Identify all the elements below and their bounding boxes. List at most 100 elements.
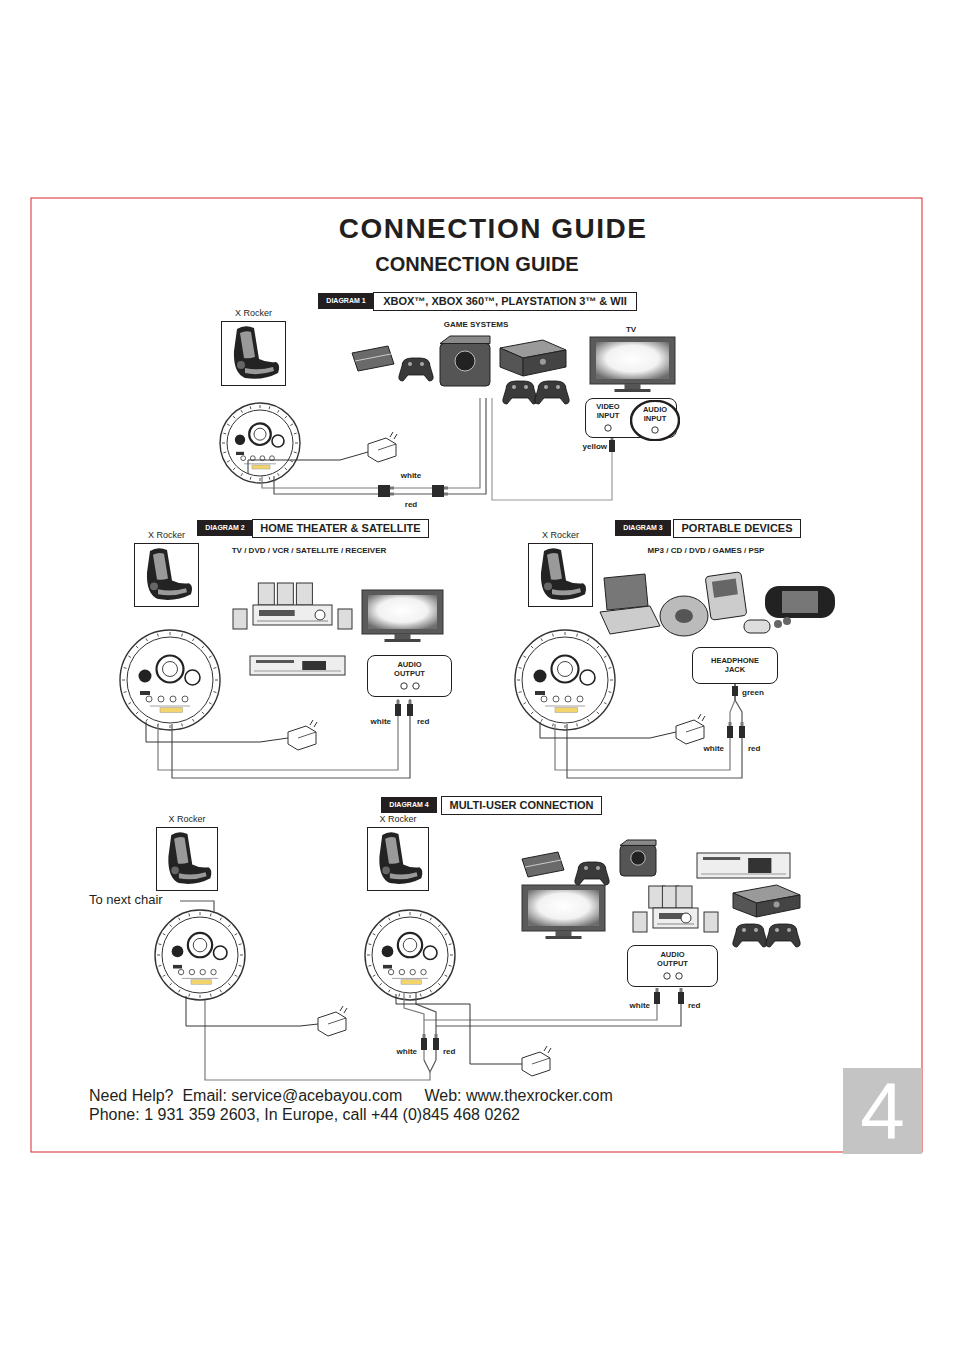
panel-jack [189,969,194,974]
speaker [258,583,274,605]
volume-knob [552,656,579,683]
panel-tick [181,723,183,726]
panel-jack [241,456,246,461]
panel-tick [410,995,411,998]
control-panel-ring [227,410,293,476]
jack-holes [661,971,685,981]
power-button [172,946,184,958]
panel-tick [146,719,148,722]
receiver-buttons [257,621,328,622]
panel-tick [410,912,411,915]
power-adapter-edge [378,444,396,450]
portable-dvd-screen [604,574,648,610]
console-slot [525,860,561,867]
panel-tick [610,680,613,681]
panel-tick [541,719,543,722]
node-text: DIAGRAM 4 [385,801,432,809]
panel-tick [202,712,204,714]
earbud [774,620,782,628]
panel-tick [170,983,172,985]
annotation-label: red [416,717,430,726]
panel-tick [170,925,172,927]
power-adapter [676,720,704,744]
chair-stripe [153,553,168,580]
panel-jack [410,969,415,974]
console-cube-logo [631,851,645,865]
chair-stripe [245,367,274,374]
panel-tick [223,433,226,435]
panel-jack [421,969,426,974]
power-button [139,670,152,683]
panel-tick [235,975,238,977]
tv-stand [625,384,641,389]
panel-tick [163,975,166,977]
panel-tag [383,965,392,969]
rca-plug-tip [390,493,394,496]
panel-tick [220,918,222,921]
panel-divider [244,463,276,464]
panel-tick [368,965,371,967]
panel-tick [250,477,252,480]
annotation-label: white [703,744,725,753]
chair-stripe [240,331,255,358]
rca-plug-tip [390,487,394,490]
wire [424,1060,436,1072]
bass-knob [185,670,200,685]
section-header: PORTABLE DEVICES [673,519,801,538]
page-number-box: 4 [843,1068,922,1154]
annotation-label: white [629,1001,651,1010]
panel-jack [200,969,205,974]
panel-tick [250,406,252,409]
wire [555,700,735,770]
panel-tick [588,719,590,722]
rca-plug-tip [680,988,683,992]
panel-tick [269,406,271,409]
controller-stick [420,362,424,366]
panel-tick [398,994,400,997]
dvd-trim [254,671,341,672]
panel-jack [577,696,583,702]
rocker-chair [541,548,586,600]
panel-tick [604,703,607,705]
port-circle: AUDIO INPUT [630,400,680,441]
panel-tick [163,934,166,936]
wire [172,699,410,778]
panel-tick [170,725,171,728]
earbud [783,617,791,625]
dvd-display [748,858,771,873]
rca-plug [432,485,444,491]
node-text: X Rocker [157,814,217,824]
game-controller [503,381,537,404]
dvd-player [250,656,345,675]
panel-tick [445,975,448,977]
chair-stripe [552,588,581,595]
console-cube-top [440,336,490,344]
panel-tick [239,943,242,945]
panel-tick [188,913,190,916]
panel-tick [233,416,235,418]
console-ps [522,852,564,877]
dvd-tray [703,857,740,860]
panel-tick [597,712,599,714]
chair-body [234,326,279,379]
panel-tick [222,443,225,444]
wire [262,398,480,488]
control-panel [155,910,245,1000]
controller-stick [742,928,746,932]
annotation-label: Need Help? Email: service@acebayou.com W… [89,1087,613,1105]
adapter-prongs [544,1046,551,1053]
annotation-label: To next chair [89,893,163,908]
panel-divider [150,706,190,707]
chair-speaker [171,866,179,874]
annotation-label: green [741,688,765,697]
control-panel-ring [162,917,238,993]
panel-tick [158,943,161,945]
diagram-tag: DIAGRAM 1 [318,293,374,309]
section-header: MULTI-USER CONNECTION [441,796,602,815]
wire [274,398,486,494]
node-text: HEADPHONE JACK [704,657,766,674]
game-controller [733,924,767,947]
panel-tick [604,656,607,658]
guide-title: CONNECTION GUIDE [339,213,648,245]
